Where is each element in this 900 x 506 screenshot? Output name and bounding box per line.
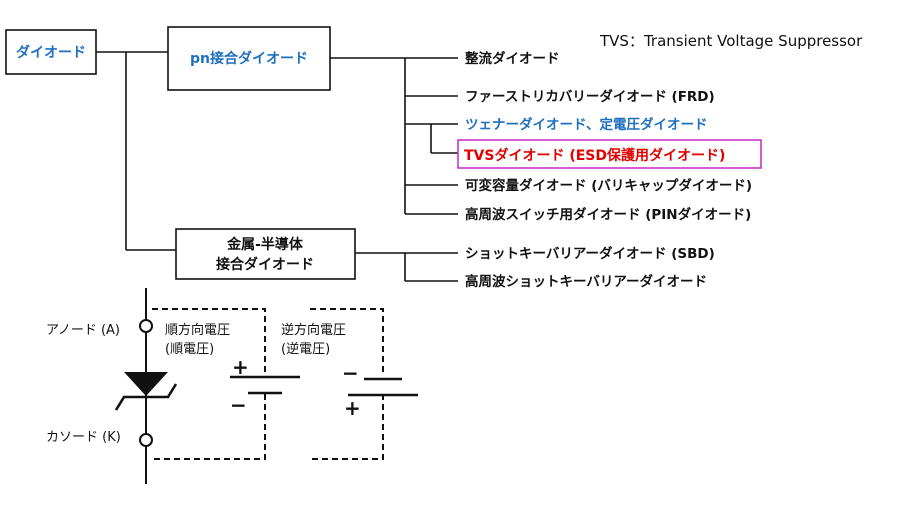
reverse-voltage-label: 逆方向電圧 — [281, 322, 346, 338]
metal-semi-box — [175, 228, 356, 280]
root-box — [5, 29, 97, 75]
forward-minus: − — [230, 393, 247, 417]
metal-semi-label-line2: 接合ダイオード — [216, 256, 314, 273]
tree-connectors — [96, 51, 458, 282]
reverse-loop — [310, 308, 384, 460]
root-label: ダイオード — [16, 44, 86, 61]
reverse-voltage-sub: (逆電圧) — [281, 341, 330, 357]
tvs-definition-note: TVS：Transient Voltage Suppressor — [599, 32, 863, 50]
reverse-battery — [348, 377, 418, 397]
pin-diode-label: 高周波スイッチ用ダイオード (PINダイオード) — [465, 206, 751, 223]
varicap-diode-label: 可変容量ダイオード (バリキャップダイオード) — [465, 177, 752, 194]
zener-bar — [114, 383, 178, 411]
sbd-label: ショットキーバリアーダイオード (SBD) — [465, 245, 715, 262]
forward-loop — [152, 308, 266, 460]
tvs-diode-symbol — [114, 288, 178, 484]
forward-battery — [230, 375, 300, 395]
reverse-minus: − — [342, 361, 359, 385]
rf-sbd-label: 高周波ショットキーバリアーダイオード — [465, 273, 707, 290]
frd-label: ファーストリカバリーダイオード (FRD) — [465, 88, 715, 105]
rectifier-diode-label: 整流ダイオード — [465, 50, 560, 67]
forward-voltage-label: 順方向電圧 — [165, 322, 230, 338]
pn-junction-box — [167, 26, 331, 91]
forward-voltage-sub: (順電圧) — [165, 342, 214, 357]
pn-junction-label: pn接合ダイオード — [190, 50, 308, 67]
tvs-diode-label: TVSダイオード (ESD保護用ダイオード) — [464, 147, 725, 164]
anode-label: アノード (A) — [46, 323, 120, 338]
metal-semi-label-line1: 金属-半導体 — [226, 236, 304, 253]
diode-triangle — [124, 372, 168, 396]
tvs-highlight-box — [457, 139, 762, 169]
cathode-label: カソード (K) — [46, 430, 121, 445]
zener-diode-label: ツェナーダイオード、定電圧ダイオード — [465, 116, 707, 133]
reverse-plus: + — [344, 396, 361, 420]
forward-plus: + — [232, 355, 249, 379]
